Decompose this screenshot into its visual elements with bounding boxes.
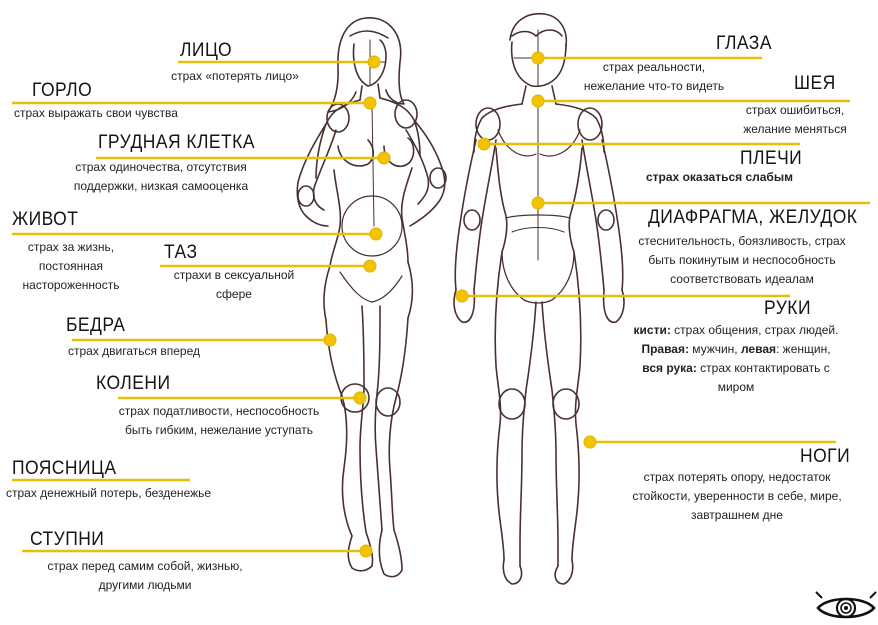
zone-desc-line: нежелание что-то видеть <box>556 77 752 96</box>
dot-knees <box>354 392 366 404</box>
arms-wrists-label: кисти: <box>634 323 671 337</box>
zone-title-neck: ШЕЯ <box>794 74 836 93</box>
zone-title-lowerback: ПОЯСНИЦА <box>12 459 116 478</box>
zone-desc-line: поддержки, низкая самооценка <box>56 177 266 196</box>
zone-desc-legs: страх потерять опору, недостаток стойкос… <box>614 468 860 525</box>
dot-pelvis <box>364 260 376 272</box>
zone-desc-line: завтрашнем дне <box>614 506 860 525</box>
zone-title-eyes: ГЛАЗА <box>716 34 772 53</box>
arms-whole-text: страх контактировать с <box>697 361 830 375</box>
zone-title-arms: РУКИ <box>764 299 811 318</box>
zone-desc-eyes: страх реальности, нежелание что-то видет… <box>556 58 752 96</box>
dot-neck <box>532 95 544 107</box>
zone-desc-throat: страх выражать свои чувства <box>14 104 178 123</box>
dot-shoulders <box>478 138 490 150</box>
dot-face <box>368 56 380 68</box>
zone-title-knees: КОЛЕНИ <box>96 374 170 393</box>
arms-line-whole-2: миром <box>608 378 864 397</box>
zone-desc-line: страх ошибиться, <box>728 101 862 120</box>
zone-desc-chest: страх одиночества, отсутствия поддержки,… <box>56 158 266 196</box>
dot-hips <box>324 334 336 346</box>
zone-title-hips: БЕДРА <box>66 316 125 335</box>
marker-dots <box>324 52 596 557</box>
zone-desc-line: страх за жизнь, <box>8 238 134 257</box>
zone-desc-line: страх перед самим собой, жизнью, <box>30 557 260 576</box>
arms-line-whole: вся рука: страх контактировать с <box>608 359 864 378</box>
dot-arms <box>456 290 468 302</box>
zone-desc-arms: кисти: страх общения, страх людей. Права… <box>608 321 864 397</box>
zone-desc-diaphragm: стеснительность, боязливость, страх быть… <box>622 232 862 289</box>
dot-belly <box>370 228 382 240</box>
zone-desc-line: соответствовать идеалам <box>622 270 862 289</box>
zone-desc-line: страх «потерять лицо» <box>160 67 310 86</box>
zone-desc-line: быть покинутым и неспособность <box>622 251 862 270</box>
dot-diaphragm <box>532 197 544 209</box>
zone-title-legs: НОГИ <box>800 447 850 466</box>
zone-desc-line: страх выражать свои чувства <box>14 104 178 123</box>
zone-title-face: ЛИЦО <box>180 41 232 60</box>
arms-wrists-text: страх общения, страх людей. <box>671 323 839 337</box>
zone-desc-line: другими людьми <box>30 576 260 595</box>
arms-right-label: Правая: <box>641 342 689 356</box>
arms-line-wrists: кисти: страх общения, страх людей. <box>608 321 864 340</box>
zone-title-chest: ГРУДНАЯ КЛЕТКА <box>98 133 255 152</box>
zone-desc-knees: страх податливости, неспособность быть г… <box>108 402 330 440</box>
zone-desc-neck: страх ошибиться, желание меняться <box>728 101 862 139</box>
zone-desc-line: страх денежный потерь, безденежье <box>6 484 211 503</box>
zone-title-belly: ЖИВОТ <box>12 210 78 229</box>
zone-desc-line: быть гибким, нежелание уступать <box>108 421 330 440</box>
zone-desc-line: страхи в сексуальной <box>158 266 310 285</box>
zone-desc-line: желание меняться <box>728 120 862 139</box>
zone-desc-lowerback: страх денежный потерь, безденежье <box>6 484 211 503</box>
arms-right-text: мужчин, <box>689 342 741 356</box>
zone-desc-line: стойкости, уверенности в себе, мире, <box>614 487 860 506</box>
zone-desc-line: страх реальности, <box>556 58 752 77</box>
eye-icon <box>816 592 876 617</box>
zone-title-shoulders: ПЛЕЧИ <box>740 149 802 168</box>
zone-desc-line: стеснительность, боязливость, страх <box>622 232 862 251</box>
zone-desc-feet: страх перед самим собой, жизнью, другими… <box>30 557 260 595</box>
zone-desc-shoulders: страх оказаться слабым <box>646 168 793 187</box>
zone-desc-hips: страх двигаться вперед <box>68 342 200 361</box>
zone-desc-pelvis: страхи в сексуальной сфере <box>158 266 310 304</box>
zone-title-diaphragm: ДИАФРАГМА, ЖЕЛУДОК <box>648 208 857 227</box>
dot-throat <box>364 97 376 109</box>
zone-title-feet: СТУПНИ <box>30 530 104 549</box>
zone-desc-line: страх податливости, неспособность <box>108 402 330 421</box>
arms-left-text: : женщин, <box>776 342 831 356</box>
zone-desc-line: страх одиночества, отсутствия <box>56 158 266 177</box>
zone-desc-line: постоянная <box>8 257 134 276</box>
dot-feet <box>360 545 372 557</box>
zone-desc-line: настороженность <box>8 276 134 295</box>
dot-legs <box>584 436 596 448</box>
dot-chest <box>378 152 390 164</box>
zone-desc-face: страх «потерять лицо» <box>160 67 310 86</box>
zone-desc-line: страх оказаться слабым <box>646 168 793 187</box>
dot-eyes <box>532 52 544 64</box>
zone-desc-belly: страх за жизнь, постоянная настороженнос… <box>8 238 134 295</box>
zone-desc-line: страх двигаться вперед <box>68 342 200 361</box>
arms-left-label: левая <box>741 342 776 356</box>
zone-title-throat: ГОРЛО <box>32 81 92 100</box>
zone-desc-line: сфере <box>158 285 310 304</box>
zone-desc-line: страх потерять опору, недостаток <box>614 468 860 487</box>
arms-line-sides: Правая: мужчин, левая: женщин, <box>608 340 864 359</box>
zone-title-pelvis: ТАЗ <box>164 243 198 262</box>
arms-whole-label: вся рука: <box>642 361 697 375</box>
